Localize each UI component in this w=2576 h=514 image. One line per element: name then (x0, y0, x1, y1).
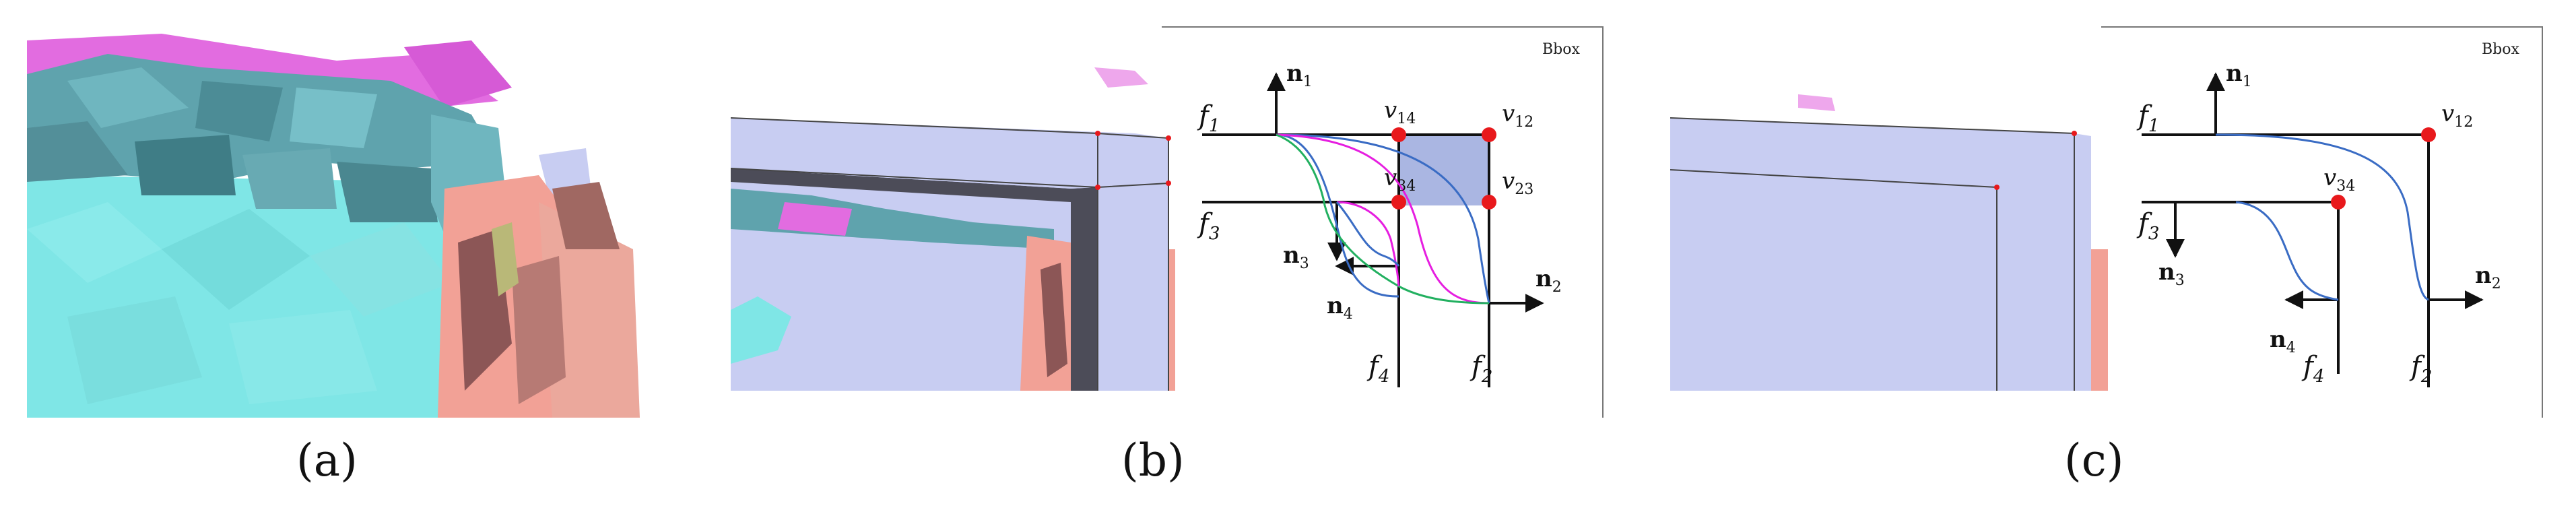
mesh-render-a (27, 27, 640, 418)
svg-text:f3: f3 (2136, 208, 2159, 244)
svg-text:v14: v14 (1384, 97, 1416, 127)
caption-b: (b) (1121, 435, 1185, 486)
svg-text:f3: f3 (1197, 208, 1220, 244)
bbox-label: Bbox (1542, 41, 1580, 58)
bbox-label: Bbox (2482, 41, 2519, 58)
svg-text:n2: n2 (1535, 265, 1562, 296)
caption-c: (c) (2064, 435, 2124, 486)
svg-text:n2: n2 (2475, 262, 2501, 292)
svg-text:n4: n4 (2270, 326, 2296, 356)
svg-text:v12: v12 (1502, 100, 1533, 131)
svg-text:f4: f4 (2301, 351, 2324, 387)
svg-text:v23: v23 (1502, 168, 1533, 198)
caption-a: (a) (296, 435, 358, 486)
bbox-render-c (1670, 27, 2108, 391)
svg-text:f1: f1 (1197, 100, 1220, 136)
svg-text:n4: n4 (1327, 292, 1353, 323)
bbox-render-b (731, 27, 1175, 391)
svg-text:v34: v34 (2323, 164, 2355, 195)
svg-text:f1: f1 (2136, 100, 2159, 136)
svg-text:n3: n3 (1283, 242, 1309, 272)
svg-text:f4: f4 (1366, 351, 1389, 387)
svg-text:n1: n1 (1286, 60, 1313, 90)
svg-text:v34: v34 (1384, 164, 1416, 195)
svg-text:v12: v12 (2441, 100, 2473, 131)
svg-text:n1: n1 (2226, 60, 2252, 90)
corner-diagram-c: Bbox f1 f3 f4 f2 n1 n3 n4 n2 v12 v34 (2101, 24, 2546, 421)
svg-text:f2: f2 (2409, 351, 2432, 387)
svg-text:n3: n3 (2158, 259, 2185, 289)
corner-diagram-b: Bbox f1 f3 f4 f2 n1 n3 n4 n2 v14 v1 (1162, 24, 1606, 421)
